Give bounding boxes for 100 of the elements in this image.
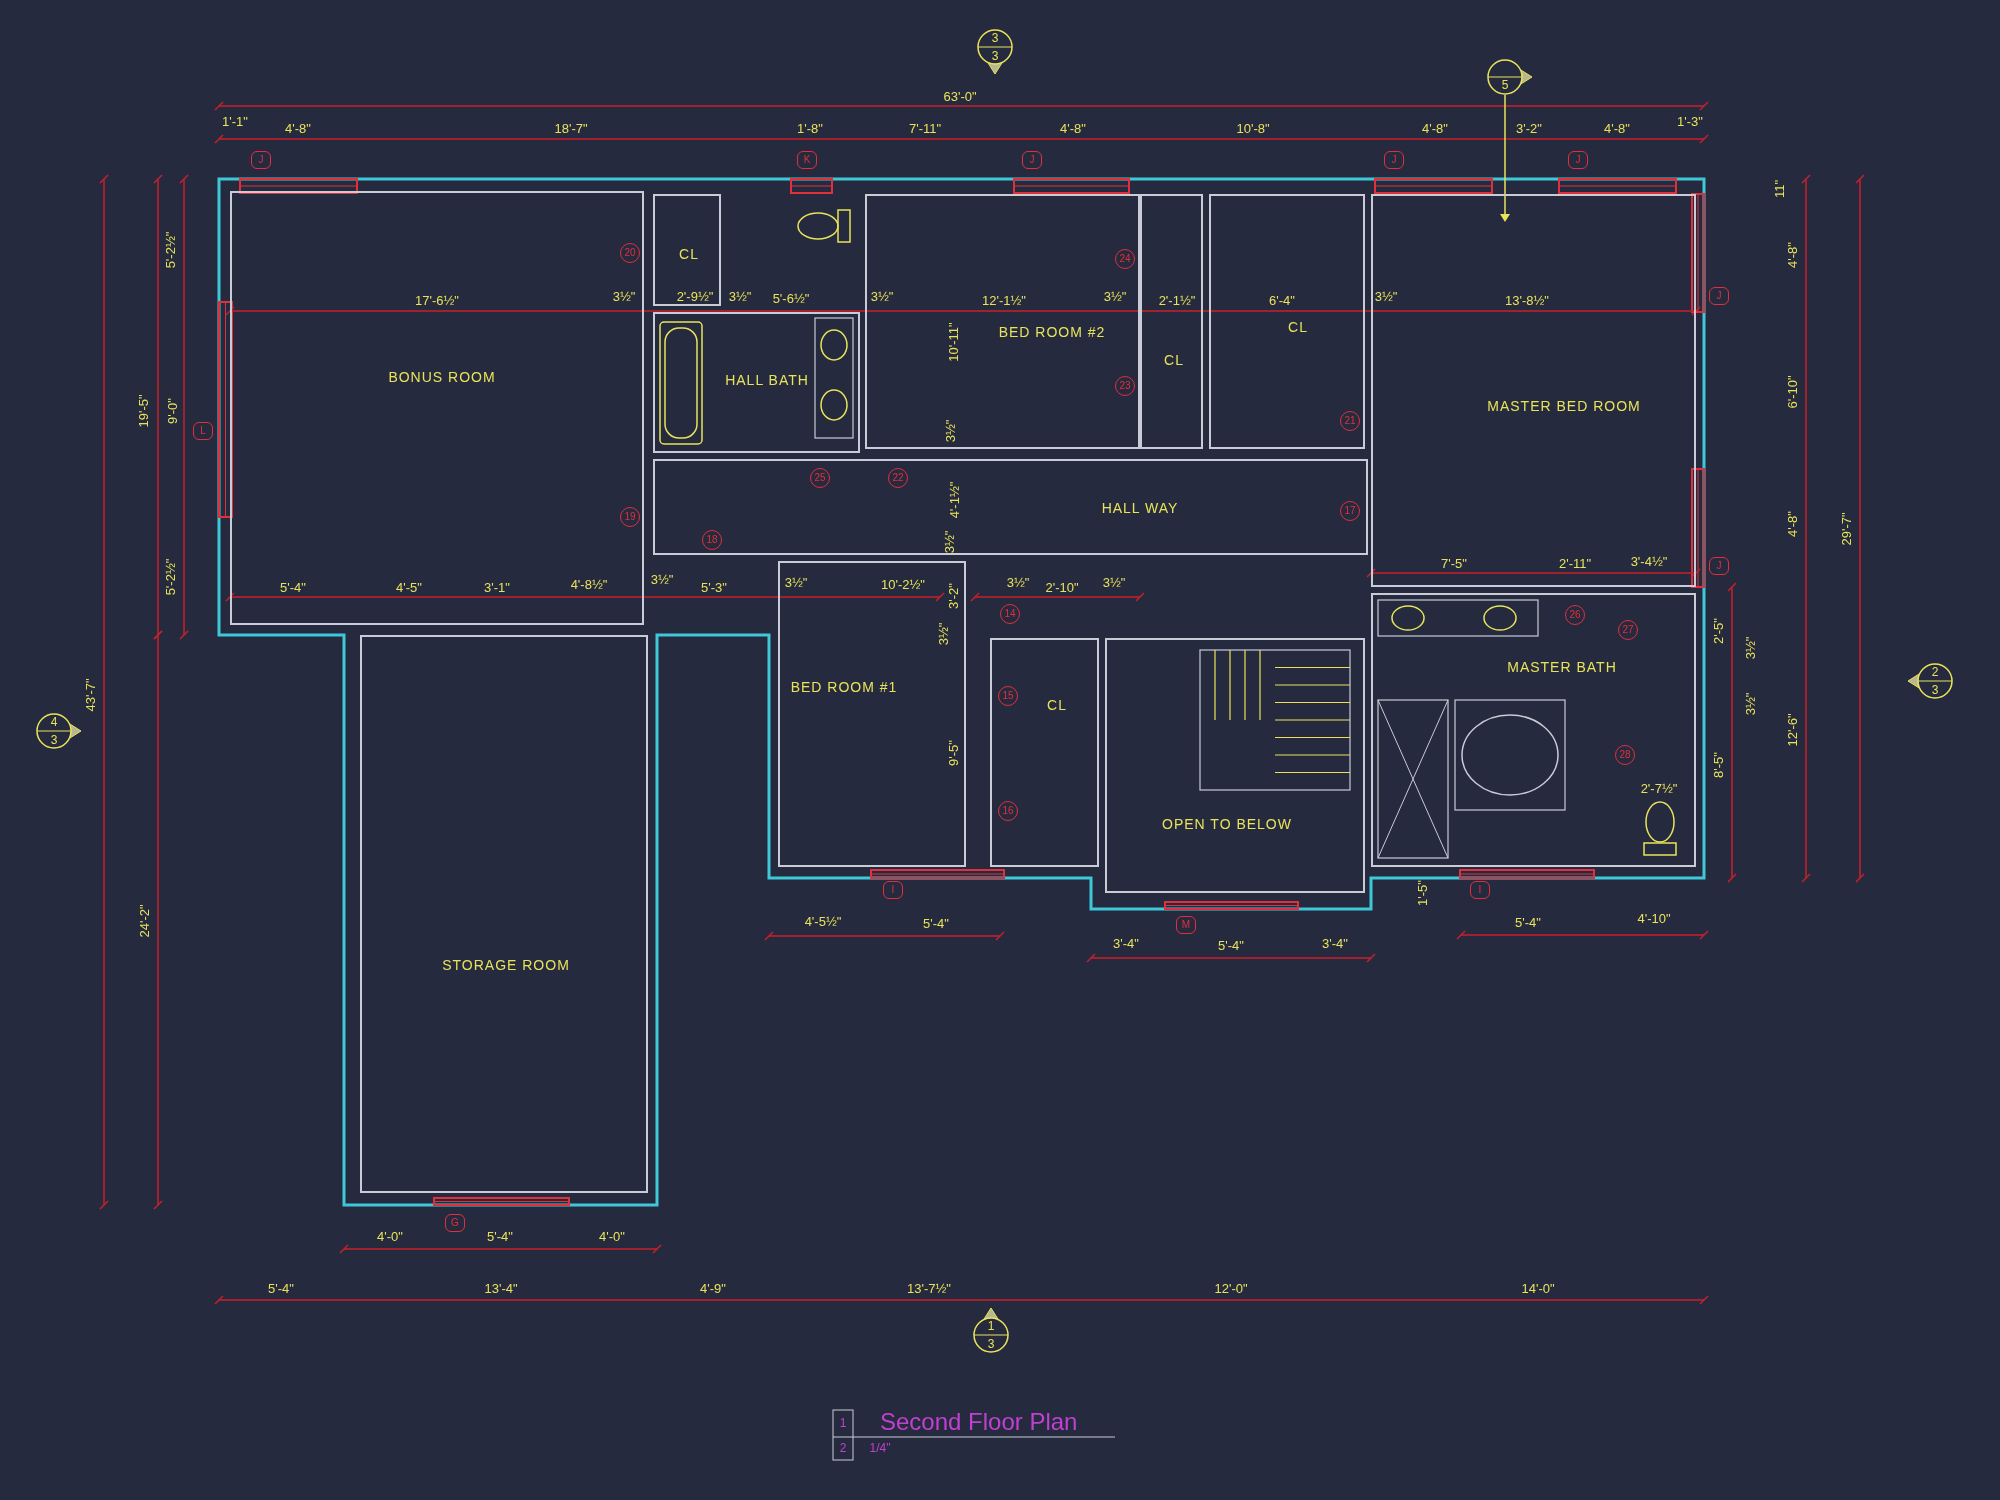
room-outline: [990, 638, 1099, 867]
dimension-text: 10'-2½": [881, 577, 925, 591]
room-name: OPEN TO BELOW: [1162, 817, 1292, 831]
dimension-text: 2'-11": [1558, 556, 1592, 570]
dimension-text: 13'-4": [484, 1281, 518, 1295]
dimension-text: 4'-8": [1785, 242, 1799, 268]
window-tag: L: [193, 422, 213, 440]
room-name: CL: [679, 247, 699, 261]
dimension-text: 4'-5": [396, 580, 422, 594]
dimension-text: 3½": [612, 289, 636, 303]
dimension-text: 9'-0": [165, 398, 179, 424]
room-outline: [1371, 194, 1696, 587]
dimension-text: 63'-0": [943, 89, 977, 103]
section-number: 3: [50, 734, 58, 746]
room-name: STORAGE ROOM: [442, 958, 570, 972]
room-outline: [1371, 593, 1696, 867]
section-number: 3: [1931, 684, 1939, 696]
room-name: HALL BATH: [725, 373, 809, 387]
room-outline: [653, 312, 860, 453]
window-tag: I: [1470, 881, 1490, 899]
dimension-text: 3½": [1103, 289, 1127, 303]
dimension-text: 5'-4": [487, 1229, 513, 1243]
dimension-text: 5'-4": [280, 580, 306, 594]
dimension-text: 43'-7": [83, 678, 97, 712]
dimension-text: 7'-5": [1441, 556, 1467, 570]
dimension-text: 3½": [1102, 575, 1126, 589]
title-block-text: 2: [839, 1442, 847, 1454]
room-name: CL: [1047, 698, 1067, 712]
dimension-text: 2'-1½": [1158, 293, 1196, 307]
window-tag: K: [797, 151, 817, 169]
dimension-text: 4'-8½": [570, 577, 608, 591]
window-tag: G: [445, 1214, 465, 1232]
title-block-text: 1: [839, 1417, 847, 1429]
dimension-text: 3'-2": [946, 583, 960, 609]
dimension-text: 4'-8": [1422, 121, 1448, 135]
dimension-text: 3½": [943, 419, 957, 443]
dimension-text: 1'-8": [797, 121, 823, 135]
room-name: MASTER BATH: [1507, 660, 1617, 674]
dimension-text: 1'-3": [1677, 114, 1703, 128]
room-outline: [360, 635, 648, 1193]
dimension-text: 14'-0": [1521, 1281, 1555, 1295]
dimension-text: 9'-5": [946, 740, 960, 766]
dimension-text: 4'-1½": [947, 481, 961, 519]
dimension-text: 4'-8": [285, 121, 311, 135]
dimension-text: 1'-1": [222, 114, 248, 128]
dimension-text: 3½": [870, 289, 894, 303]
window-tag: J: [1022, 151, 1042, 169]
room-name: BONUS ROOM: [388, 370, 496, 384]
dimension-text: 3½": [936, 622, 950, 646]
dimension-text: 6'-10": [1785, 375, 1799, 409]
dimension-text: 4'-8": [1604, 121, 1630, 135]
dimension-text: 4'-9": [700, 1281, 726, 1295]
dimension-text: 19'-5": [136, 394, 150, 428]
dimension-text: 4'-0": [599, 1229, 625, 1243]
room-outline: [653, 194, 721, 306]
dimension-text: 3½": [1743, 636, 1757, 660]
section-number: 1: [987, 1320, 995, 1332]
title-block-text: 1/4": [869, 1442, 891, 1454]
room-outline: [778, 561, 966, 867]
section-number: 3: [987, 1338, 995, 1350]
dimension-text: 4'-5½": [804, 914, 842, 928]
dimension-text: 1'-5": [1415, 880, 1429, 906]
room-name: CL: [1164, 353, 1184, 367]
dimension-text: 4'-8": [1060, 121, 1086, 135]
room-name: HALL WAY: [1101, 501, 1179, 515]
dimension-text: 5'-4": [1515, 915, 1541, 929]
section-number: 5: [1501, 79, 1509, 91]
dimension-text: 3½": [942, 530, 956, 554]
dimension-text: 5'-4": [1218, 938, 1244, 952]
dimension-text: 8'-5": [1711, 752, 1725, 778]
dimension-text: 5'-4": [268, 1281, 294, 1295]
dimension-text: 3'-2": [1516, 121, 1542, 135]
dimension-text: 4'-10": [1637, 911, 1671, 925]
dimension-text: 5'-3": [701, 580, 727, 594]
dimension-text: 3½": [1743, 692, 1757, 716]
room-outline: [653, 459, 1368, 555]
window-tag: J: [1568, 151, 1588, 169]
dimension-text: 3'-1": [484, 580, 510, 594]
dimension-text: 5'-2½": [163, 231, 177, 269]
dimension-text: 11": [1772, 179, 1786, 199]
window-tag: I: [883, 881, 903, 899]
window-tag: M: [1176, 916, 1196, 934]
dimension-text: 10'-8": [1236, 121, 1270, 135]
dimension-text: 13'-8½": [1505, 293, 1549, 307]
window-tag: J: [1709, 557, 1729, 575]
dimension-text: 7'-11": [908, 121, 942, 135]
dimension-text: 3'-4½": [1630, 554, 1668, 568]
dimension-text: 3½": [1006, 575, 1030, 589]
dimension-text: 24'-2": [137, 904, 151, 938]
dimension-text: 12'-6": [1785, 713, 1799, 747]
section-number: 3: [991, 32, 999, 44]
dimension-text: 2'-9½": [676, 289, 714, 303]
room-name: CL: [1288, 320, 1308, 334]
section-number: 4: [50, 716, 58, 728]
window-tag: J: [1384, 151, 1404, 169]
room-name: BED ROOM #2: [998, 325, 1106, 339]
dimension-text: 2'-5": [1711, 618, 1725, 644]
room-outline: [1209, 194, 1365, 449]
dimension-text: 2'-7½": [1640, 781, 1678, 795]
room-name: MASTER BED ROOM: [1487, 399, 1641, 413]
